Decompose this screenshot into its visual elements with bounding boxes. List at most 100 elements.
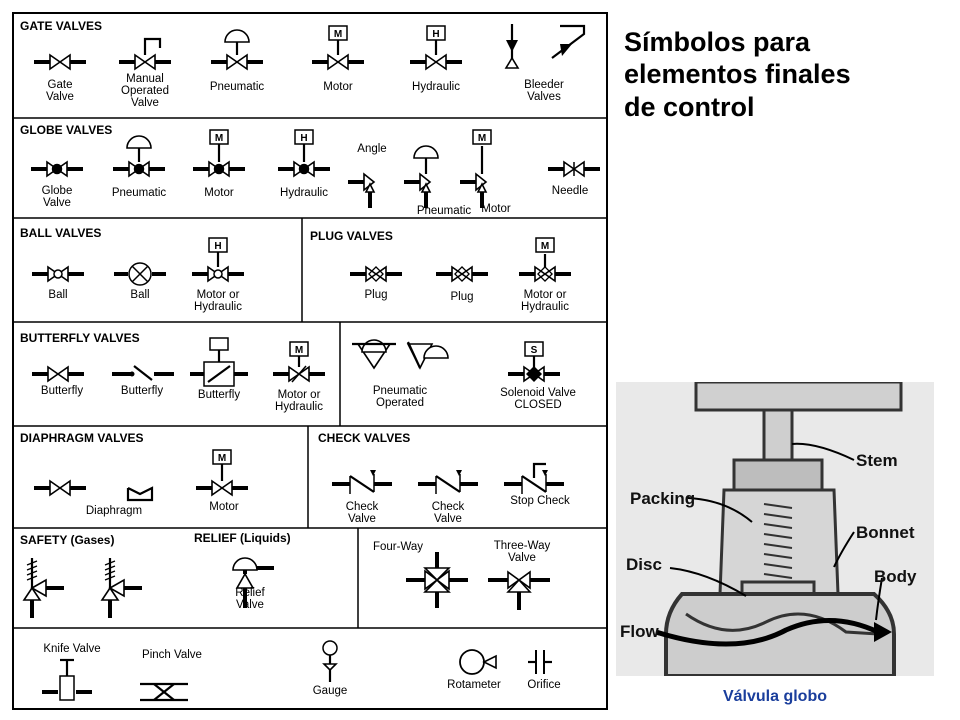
plug-diamond [454,266,470,282]
actuator-letter: M [215,133,223,144]
actuator-letter: H [214,241,221,252]
packing-threads [763,503,793,579]
butterfly-valve-alt-symbol: Butterfly [112,365,174,397]
symbol-label-line: Manual [126,73,164,85]
actuator-box [426,25,446,41]
section-title-butterfly: BUTTERFLY VALVES [20,331,140,345]
actuator-letter: S [531,345,538,356]
symbol-label-line: Angle [357,143,386,155]
symbol-label-line: Globe [42,185,73,197]
symbol-label-line: Hydraulic [275,401,323,413]
pneumatic-globe-valve-symbol: Pneumatic [112,135,167,199]
label-stem: Stem [856,451,898,470]
bleeder-arrow [560,44,572,56]
actuator-letter: M [295,345,303,356]
symbol-label-line: Motor or [278,389,321,401]
symbol-label-line: Gauge [313,685,348,697]
butterfly-valve-symbol: Butterfly [32,365,84,397]
symbol-label-line: Motor or [197,289,240,301]
symbol-label: Motor [481,203,511,215]
ball-valve-symbol: Ball [32,265,84,301]
plug-diamond [368,266,384,282]
symbol-label-line: Valve [236,599,264,611]
symbol-label: Pneumatic [112,187,167,199]
actuator-box [472,129,492,145]
symbol-label: Orifice [527,679,560,691]
orifice-symbol: Orifice [527,650,561,691]
valve-bowtie [365,265,387,283]
spring-coil [104,575,116,581]
symbol-label-line: Valve [131,97,159,109]
symbol-label-line: Hydraulic [194,301,242,313]
knife-valve-symbol: Knife Valve [42,643,101,701]
diaphragm-body [126,486,154,502]
symbol-label-line: Four-Way [373,541,423,553]
check-disc [521,475,547,493]
label-body: Body [874,567,917,586]
label-flow: Flow [620,622,659,641]
symbol-label-line: Pneumatic [373,385,428,397]
symbol-label-line: Pneumatic [112,187,167,199]
symbol-label: Plug [450,291,473,303]
spring-coil [104,565,116,571]
valve-bowtie [47,365,69,383]
title-line-2: elementos finales [624,59,851,90]
symbol-label-line: Motor [204,187,234,199]
section-title-plug: PLUG VALVES [310,229,393,243]
plug-valve-alt-symbol: Plug [436,265,488,303]
leader-lines [669,442,883,621]
chart-frame [12,12,608,710]
symbol-label: Knife Valve [43,643,100,655]
four-way-triangle [423,567,451,582]
actuator-letter: M [541,241,549,252]
actuator-box [294,129,314,145]
rotameter-symbol: Rotameter [447,649,501,691]
actuator-letter: H [300,133,307,144]
pneumatic-gate-valve-symbol: Pneumatic [210,29,265,93]
spring-coil [104,570,116,576]
diaphragm-valve-symbol: Diaphragm [34,479,142,517]
symbol-label-line: Operated [376,397,424,409]
symbol-label-line: Gate [48,79,73,91]
symbol-label: Pneumatic [210,81,265,93]
section-title-check: CHECK VALVES [318,431,410,445]
symbol-label-line: Plug [364,289,387,301]
actuator-box [535,237,555,253]
symbol-label: Stop Check [510,495,570,507]
symbol-label-line: CLOSED [514,399,561,411]
symbol-label: Butterfly [41,385,83,397]
check-disc [349,475,375,493]
symbol-label: Gauge [313,685,348,697]
symbol-label: Butterfly [198,389,240,401]
symbol-label-line: Plug [450,291,473,303]
flow-mark [542,470,548,476]
symbol-label-line: Bleeder [524,79,564,91]
symbol-label-line: Diaphragm [86,505,142,517]
actuator-box [328,25,348,41]
symbol-label: Motor [209,501,239,513]
valve-bowtie [425,53,447,71]
symbol-label-line: Knife Valve [43,643,100,655]
section-title-relief: RELIEF (Liquids) [194,531,291,545]
angle-valve-symbol: Angle [348,143,387,208]
symbol-label-line: Ball [130,289,149,301]
page-title: Símbolos para elementos finales de contr… [624,26,954,123]
flow-arrow-head [874,622,892,642]
symbol-label-line: Check [432,501,465,513]
